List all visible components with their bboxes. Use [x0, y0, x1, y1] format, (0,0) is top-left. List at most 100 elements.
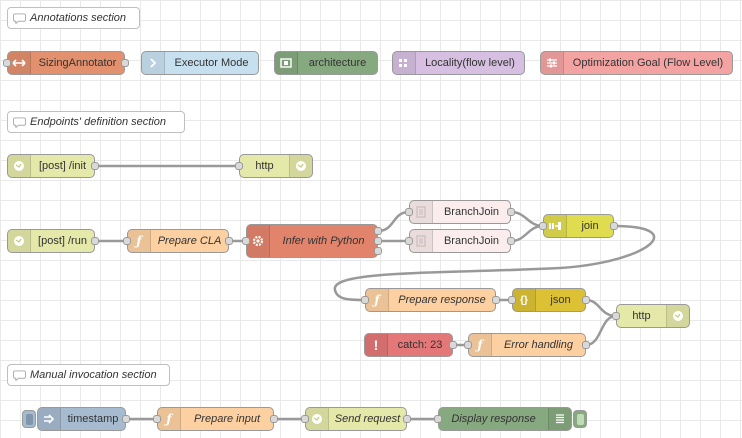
output-port[interactable] [449, 341, 457, 349]
comment-icon [8, 12, 30, 24]
grid-dots-icon [393, 52, 416, 74]
output-port-2[interactable] [374, 237, 382, 245]
node-label: Display response [451, 413, 536, 425]
node-label: Prepare input [193, 413, 261, 425]
output-port[interactable] [122, 415, 130, 423]
node-label: BranchJoin [443, 235, 500, 247]
error-handling-function-node[interactable]: ƒ Error handling [464, 333, 590, 357]
input-port[interactable] [361, 296, 369, 304]
globe-icon [8, 230, 31, 252]
chip-icon [275, 52, 298, 74]
sizing-annotator-node[interactable]: SizingAnnotator [3, 51, 129, 75]
list-lines-icon [548, 408, 571, 430]
catch-node[interactable]: ! catch: 23 [364, 333, 457, 357]
resize-arrows-icon [8, 52, 31, 74]
input-port[interactable] [405, 208, 413, 216]
branchjoin-node-2[interactable]: BranchJoin [405, 229, 515, 253]
output-port[interactable] [121, 59, 129, 67]
input-port[interactable] [405, 237, 413, 245]
sliders-icon [541, 52, 564, 74]
input-port[interactable] [242, 237, 250, 245]
output-port[interactable] [270, 415, 278, 423]
output-port[interactable] [403, 415, 411, 423]
globe-icon [306, 408, 329, 430]
inject-button[interactable] [22, 410, 36, 428]
join-icon [544, 215, 567, 237]
node-label: Prepare CLA [157, 235, 222, 247]
node-label: [post] /run [38, 235, 87, 247]
node-label: timestamp [67, 413, 119, 425]
wire-error-to-http [585, 314, 617, 347]
prepare-response-function-node[interactable]: ƒ Prepare response [361, 288, 500, 312]
locality-node[interactable]: Locality(flow level) [392, 51, 525, 75]
comment-icon [8, 116, 30, 128]
branchjoin-node-1[interactable]: BranchJoin [405, 200, 515, 224]
comment-endpoints-section[interactable]: Endpoints' definition section [7, 111, 185, 133]
http-response-run-node[interactable]: http [612, 304, 690, 328]
http-response-init-node[interactable]: http [235, 154, 313, 178]
output-port[interactable] [91, 162, 99, 170]
http-in-run-node[interactable]: [post] /run [7, 229, 99, 253]
comment-label: Annotations section [30, 12, 127, 24]
output-port[interactable] [610, 222, 618, 230]
timestamp-inject-node[interactable]: timestamp [22, 407, 130, 431]
node-label: http [255, 160, 274, 172]
input-port[interactable] [434, 415, 442, 423]
function-icon: ƒ [128, 230, 151, 252]
output-port-3[interactable] [374, 247, 382, 255]
prepare-input-function-node[interactable]: ƒ Prepare input [153, 407, 278, 431]
wire-branchjoin-2-to-join [510, 224, 544, 243]
node-label: SizingAnnotator [38, 57, 117, 69]
output-port-1[interactable] [374, 227, 382, 235]
document-icon [410, 230, 433, 252]
node-label: Locality(flow level) [425, 57, 515, 69]
node-label: [post] /init [38, 160, 87, 172]
input-port[interactable] [301, 415, 309, 423]
input-port[interactable] [123, 237, 131, 245]
comment-manual-section[interactable]: Manual invocation section [7, 364, 170, 386]
send-request-node[interactable]: Send request [301, 407, 411, 431]
input-port[interactable] [508, 296, 516, 304]
display-response-debug-node[interactable]: Display response [434, 407, 587, 431]
json-node[interactable]: {} json [508, 288, 590, 312]
globe-icon [8, 155, 31, 177]
optimization-goal-node[interactable]: Optimization Goal (Flow Level) [540, 51, 733, 75]
comment-label: Endpoints' definition section [30, 116, 167, 128]
function-icon: ƒ [158, 408, 181, 430]
node-label: json [550, 294, 571, 306]
node-label: Send request [334, 413, 401, 425]
input-port[interactable] [612, 312, 620, 320]
output-port[interactable] [582, 341, 590, 349]
gear-icon [247, 225, 270, 257]
debug-toggle-button[interactable] [573, 410, 587, 428]
document-icon [410, 201, 433, 223]
node-label: http [632, 310, 651, 322]
inject-arrow-icon [38, 408, 61, 430]
node-label: Optimization Goal (Flow Level) [572, 57, 724, 69]
input-port[interactable] [3, 59, 11, 67]
join-node[interactable]: join [539, 214, 618, 238]
exclamation-icon: ! [365, 334, 388, 356]
output-port[interactable] [507, 208, 515, 216]
http-in-init-node[interactable]: [post] /init [7, 154, 99, 178]
executor-mode-node[interactable]: Executor Mode [141, 51, 259, 75]
output-port[interactable] [507, 237, 515, 245]
comment-annotations-section[interactable]: Annotations section [7, 7, 140, 29]
node-label: join [581, 220, 599, 232]
function-icon: ƒ [366, 289, 389, 311]
architecture-node[interactable]: architecture [274, 51, 378, 75]
output-port[interactable] [225, 237, 233, 245]
input-port[interactable] [235, 162, 243, 170]
globe-icon [666, 305, 689, 327]
node-label: architecture [308, 57, 367, 69]
node-label: Executor Mode [174, 57, 249, 69]
infer-with-python-node[interactable]: Infer with Python [242, 224, 382, 258]
prepare-cla-function-node[interactable]: ƒ Prepare CLA [123, 229, 233, 253]
output-port[interactable] [91, 237, 99, 245]
input-port[interactable] [153, 415, 161, 423]
output-port[interactable] [492, 296, 500, 304]
output-port[interactable] [582, 296, 590, 304]
function-icon: ƒ [469, 334, 492, 356]
input-port[interactable] [464, 341, 472, 349]
input-port[interactable] [539, 222, 547, 230]
